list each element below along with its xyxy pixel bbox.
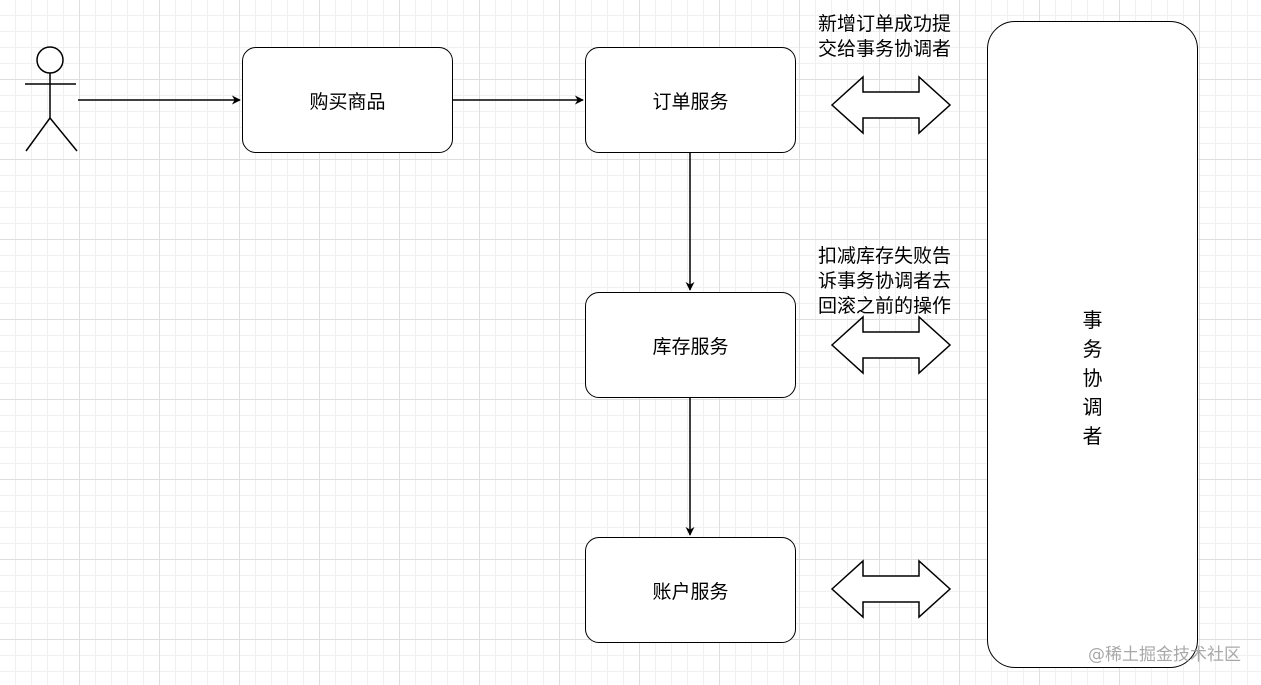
coordinator-char: 协 bbox=[1082, 366, 1103, 390]
coordinator-label: 事 务 协 调 者 bbox=[988, 306, 1197, 451]
double-arrow-account-coordinator bbox=[830, 559, 952, 619]
node-buy-goods-label: 购买商品 bbox=[309, 90, 386, 113]
coordinator-char: 务 bbox=[1082, 337, 1103, 361]
double-arrow-inventory-coordinator bbox=[830, 315, 952, 375]
node-account-service-label: 账户服务 bbox=[652, 580, 729, 603]
actor-icon bbox=[25, 46, 78, 152]
watermark: @稀土掘金技术社区 bbox=[1088, 645, 1241, 665]
coordinator-char: 者 bbox=[1082, 424, 1103, 448]
coordinator-char: 调 bbox=[1082, 395, 1103, 419]
node-inventory-service: 库存服务 bbox=[585, 292, 796, 398]
node-account-service: 账户服务 bbox=[585, 537, 796, 643]
double-arrow-order-coordinator bbox=[830, 75, 952, 135]
coordinator-char: 事 bbox=[1082, 308, 1103, 332]
node-order-service: 订单服务 bbox=[585, 47, 796, 153]
node-order-service-label: 订单服务 bbox=[652, 90, 729, 113]
node-buy-goods: 购买商品 bbox=[242, 47, 453, 153]
node-transaction-coordinator: 事 务 协 调 者 bbox=[987, 21, 1198, 668]
inventory-rollback-note: 扣减库存失败告 诉事务协调者去 回滚之前的操作 bbox=[818, 245, 952, 317]
node-inventory-service-label: 库存服务 bbox=[652, 335, 729, 358]
order-commit-note: 新增订单成功提 交给事务协调者 bbox=[818, 13, 952, 60]
